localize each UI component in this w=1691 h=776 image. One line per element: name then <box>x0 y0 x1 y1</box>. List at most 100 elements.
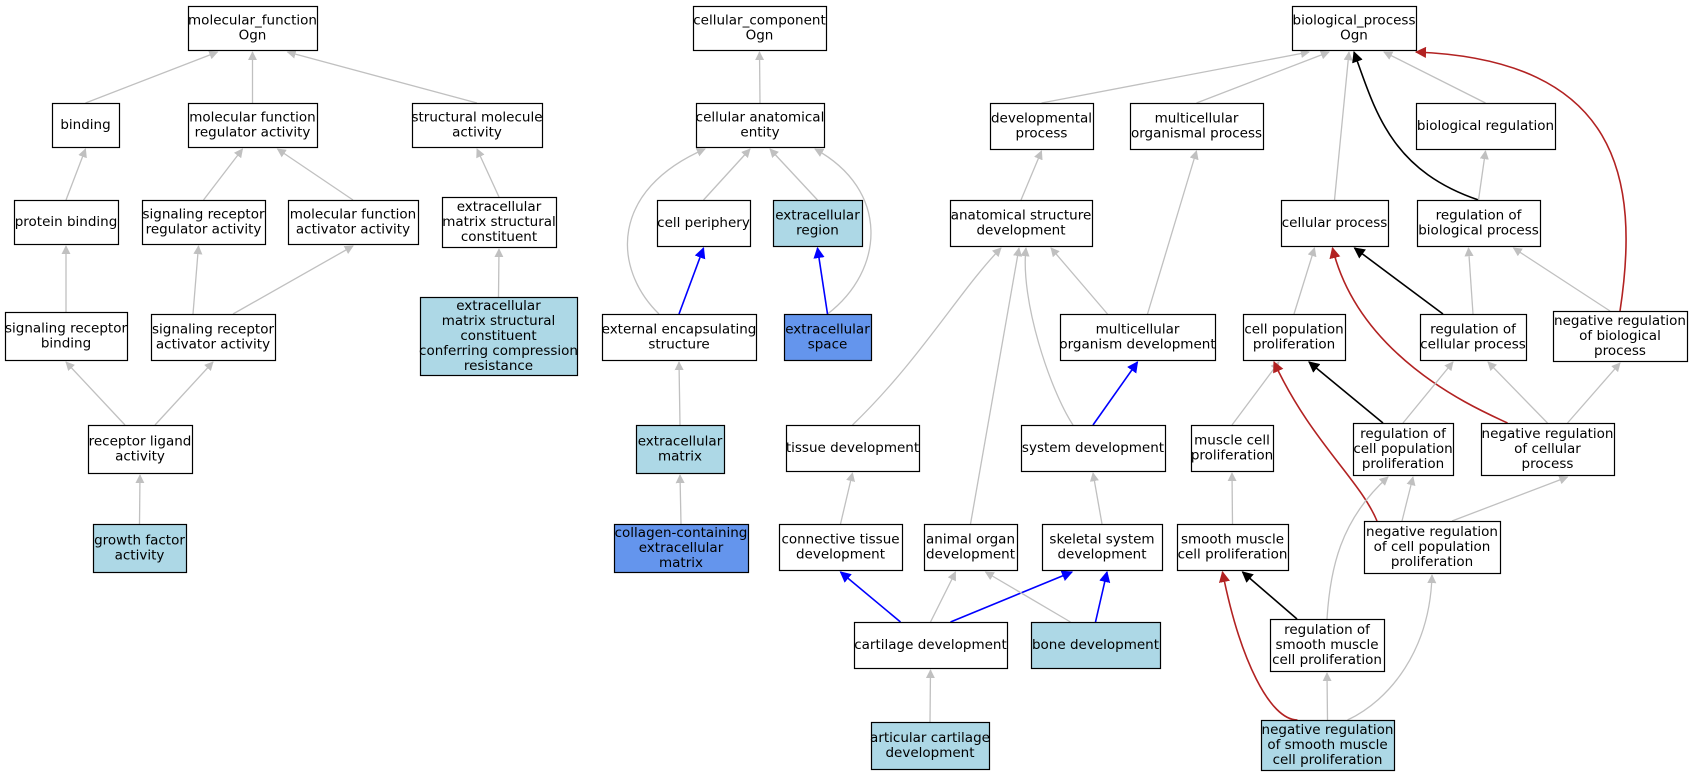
node-label-line: animal organ <box>926 532 1015 548</box>
node-label-line: cell periphery <box>657 215 750 231</box>
edge-is-a <box>984 571 1071 623</box>
node-box <box>1242 313 1347 362</box>
node-label-line: biological process <box>1418 223 1539 239</box>
edge-is-a <box>769 148 818 201</box>
edge-is-a <box>135 474 145 525</box>
node-label-line: system development <box>1022 440 1164 456</box>
node-label-line: developmental <box>991 111 1092 127</box>
node-label-line: of cell population <box>1374 539 1491 555</box>
node-label-line: negative regulation <box>1554 313 1686 329</box>
node-label-line: negative regulation <box>1366 524 1498 540</box>
edge-is-a <box>202 148 244 201</box>
node-box <box>187 5 319 52</box>
node-label-line: matrix <box>659 555 703 571</box>
node-box <box>772 199 864 248</box>
edge-part-of <box>678 246 706 315</box>
node-label-line: molecular function <box>290 207 416 223</box>
node-box <box>692 5 828 52</box>
node-label-line: regulation of <box>1360 426 1447 442</box>
go-term-node-cellper: cell periphery <box>656 199 752 248</box>
node-box <box>1059 313 1217 362</box>
edge-negatively-regulates <box>1273 360 1378 522</box>
node-label-line: regulator activity <box>146 222 262 238</box>
node-label-line: regulation of <box>1284 622 1371 638</box>
edge-is-a <box>675 474 685 525</box>
edge-is-a <box>1146 150 1199 315</box>
node-label-line: growth factor <box>94 533 185 549</box>
node-label-line: process <box>1016 126 1068 142</box>
node-label-line: development <box>926 547 1015 563</box>
node-label-line: Ogn <box>1340 28 1368 44</box>
edge-is-a <box>1041 49 1310 104</box>
edge-is-a <box>1089 472 1103 525</box>
node-label-line: anatomical structure <box>951 208 1092 224</box>
go-term-node-bioreg: biological regulation <box>1415 102 1557 151</box>
edge-is-a <box>1293 247 1317 315</box>
node-box <box>1552 310 1689 363</box>
node-label-line: smooth muscle <box>1275 637 1378 653</box>
edge-is-a <box>1322 672 1332 721</box>
node-label-line: cellular process <box>1420 337 1526 353</box>
node-box <box>411 102 544 149</box>
node-label-line: connective tissue <box>781 532 899 548</box>
edge-negatively-regulates <box>1329 246 1508 424</box>
node-label-line: Ogn <box>746 28 774 44</box>
node-box <box>695 102 826 149</box>
node-label-line: development <box>885 745 974 761</box>
node-box <box>141 199 267 246</box>
edge-part-of <box>1094 570 1111 623</box>
edges-layer <box>61 46 1627 723</box>
node-label-line: Ogn <box>239 28 267 44</box>
node-label-line: skeletal system <box>1049 532 1154 548</box>
node-label-line: organism development <box>1059 337 1215 353</box>
node-label-line: extracellular <box>639 540 724 556</box>
node-label-line: molecular function <box>189 110 315 126</box>
node-label-line: cellular process <box>1282 215 1388 231</box>
node-label-line: extracellular <box>775 208 860 224</box>
node-label-line: regulator activity <box>195 125 311 141</box>
edge-is-a <box>232 245 354 315</box>
node-label-line: smooth muscle <box>1181 532 1284 548</box>
edge-is-a <box>1401 476 1416 522</box>
node-box <box>853 621 1009 670</box>
node-label-line: protein binding <box>15 214 118 230</box>
node-label-line: binding <box>41 336 91 352</box>
node-label-line: cartilage development <box>854 637 1007 653</box>
node-label-line: proliferation <box>1253 337 1335 353</box>
node-box <box>287 199 420 246</box>
node-label-line: matrix <box>658 449 702 465</box>
edge-part-of <box>950 570 1074 623</box>
edge-is-a <box>1020 247 1074 426</box>
node-label-line: activator activity <box>296 222 410 238</box>
node-box <box>778 523 904 572</box>
node-label-line: signaling receptor <box>5 321 128 337</box>
edge-is-a <box>1487 361 1548 424</box>
node-label-line: of cellular <box>1514 441 1581 457</box>
edge-is-a <box>85 50 219 104</box>
node-label-line: biological regulation <box>1417 118 1554 134</box>
node-box <box>1280 199 1390 248</box>
edge-is-a <box>65 148 87 201</box>
node-label-line: constituent <box>461 229 537 245</box>
node-label-line: process <box>1594 343 1646 359</box>
node-box <box>1291 5 1418 52</box>
node-label-line: constituent <box>460 328 536 344</box>
node-label-line: activator activity <box>156 337 270 353</box>
node-box <box>1419 313 1528 362</box>
node-box <box>601 313 758 362</box>
